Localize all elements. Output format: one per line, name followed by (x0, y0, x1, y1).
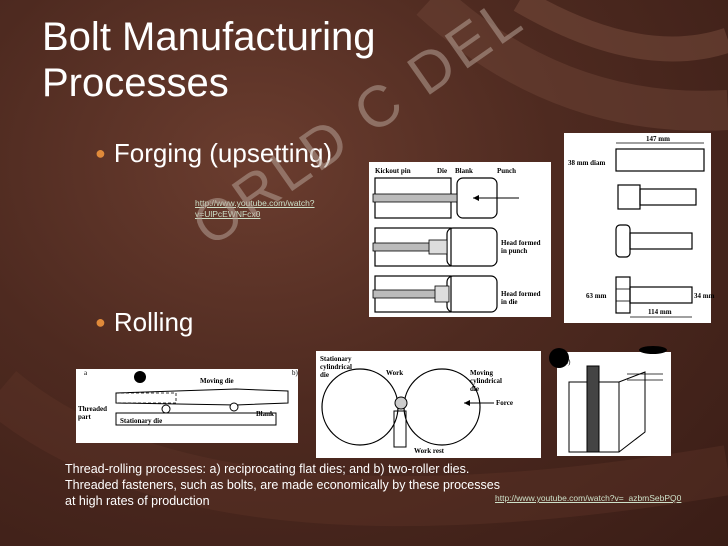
bullet-dot-icon: ● (95, 143, 106, 163)
bullet-rolling: ● Rolling (95, 307, 193, 338)
figure-caption: Thread-rolling processes: a) reciprocati… (65, 462, 500, 508)
label-work-rest: Work rest (414, 447, 445, 455)
marker-dot-icon (134, 371, 146, 383)
forging-video-link[interactable]: http://www.youtube.com/watch?v=UlPcEWNFc… (195, 198, 315, 219)
bullet-rolling-label: Rolling (113, 307, 194, 337)
label-stationary-die: Stationary die (120, 417, 162, 425)
label-34mm: 34 mm (694, 292, 715, 300)
bullet-forging: ● Forging (upsetting) (95, 138, 332, 169)
marker-c: c) (565, 358, 571, 366)
label-blank: Blank (256, 410, 274, 418)
label-die: Die (437, 167, 447, 175)
marker-b: b) (292, 369, 299, 377)
label-moving-die: Moving die (200, 377, 234, 385)
label-force: Force (496, 399, 513, 407)
label-blank: Blank (455, 167, 473, 175)
marker-dot-icon (549, 348, 569, 368)
label-147mm: 147 mm (646, 135, 670, 143)
slide-title: Bolt Manufacturing Processes (42, 15, 376, 105)
bullet-dot-icon: ● (95, 312, 106, 332)
bullet-forging-label: Forging (upsetting) (113, 138, 333, 168)
label-38mm-diam: 38 mm diam (568, 159, 606, 167)
label-punch: Punch (497, 167, 516, 175)
label-114mm: 114 mm (648, 308, 672, 316)
bolt-dimensions-figure: 147 mm 38 mm diam 63 mm 34 mm 114 mm (564, 133, 715, 323)
label-63mm: 63 mm (586, 292, 607, 300)
label-kickout-pin: Kickout pin (375, 167, 411, 175)
marker-a: a (84, 369, 88, 377)
label-work: Work (386, 369, 403, 377)
rolling-video-link[interactable]: http://www.youtube.com/watch?v=_azbmSebP… (495, 493, 682, 503)
rolled-part-figure: c) (549, 346, 671, 456)
